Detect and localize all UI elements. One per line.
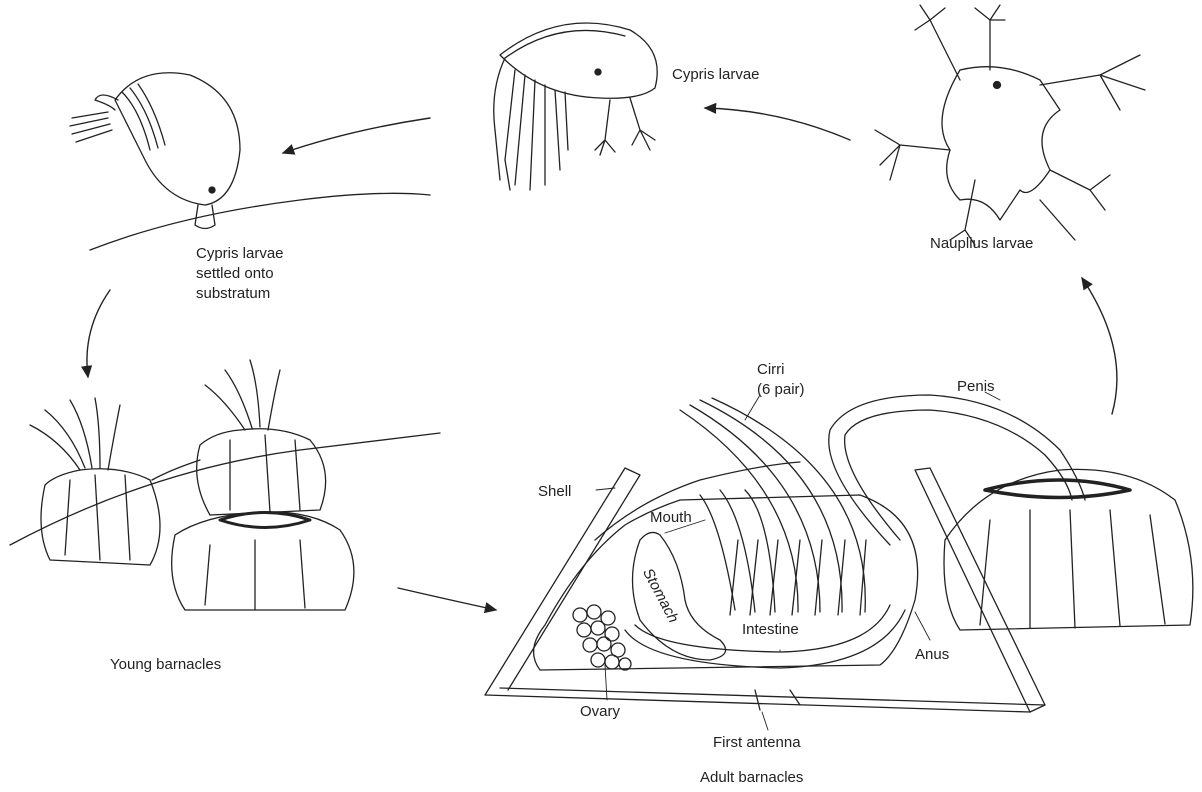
arrow-cypris-to-settled (283, 118, 430, 153)
settled-cypris-drawing (70, 73, 430, 250)
arrow-adult-to-nauplius (1082, 278, 1117, 414)
arrow-young-to-adult (398, 588, 496, 610)
young-barnacles-drawing (10, 360, 440, 610)
arrow-settled-to-young (87, 290, 110, 377)
label-nauplius-larvae: Nauplius larvae (930, 234, 1033, 254)
adult-barnacle-section-drawing (485, 392, 1193, 730)
label-mouth: Mouth (650, 508, 692, 528)
label-adult-barnacles: Adult barnacles (700, 768, 803, 788)
ovary-cluster (573, 605, 631, 670)
label-intestine: Intestine (742, 620, 799, 640)
cypris-larva-drawing (494, 23, 657, 190)
label-cypris-larvae: Cypris larvae (672, 65, 760, 85)
label-anus: Anus (915, 645, 949, 665)
label-penis: Penis (957, 377, 995, 397)
label-cypris-settled: Cypris larvae settled onto substratum (196, 244, 356, 304)
arrow-nauplius-to-cypris (705, 108, 850, 140)
label-first-antenna: First antenna (713, 733, 801, 753)
cirri-appendages (680, 398, 866, 615)
label-cirri: Cirri (6 pair) (757, 360, 847, 400)
label-shell: Shell (538, 482, 571, 502)
label-ovary: Ovary (580, 702, 620, 722)
label-young-barnacles: Young barnacles (110, 655, 221, 675)
nauplius-larva-drawing (875, 5, 1145, 245)
